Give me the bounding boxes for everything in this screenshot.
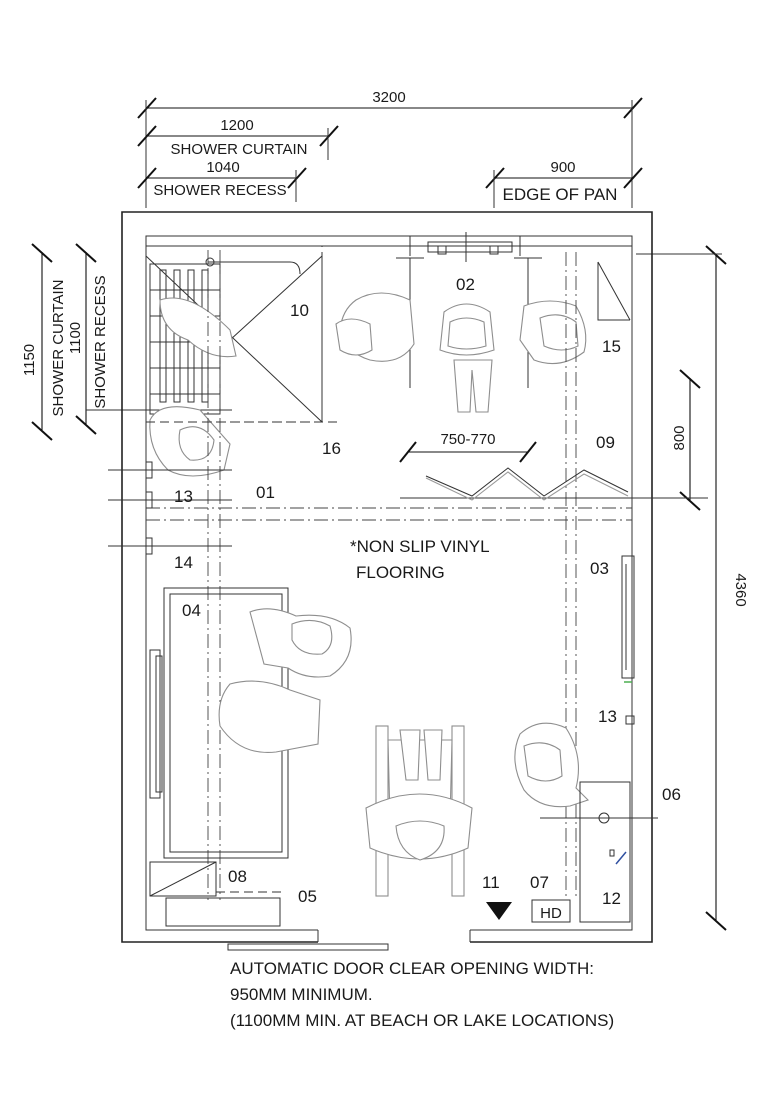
shower-recess-width-label: SHOWER RECESS [153,182,286,199]
label-10: 10 [290,301,309,320]
door-note: AUTOMATIC DOOR CLEAR OPENING WIDTH: 950M… [230,956,750,1034]
door-note-line3: (1100MM MIN. AT BEACH OR LAKE LOCATIONS) [230,1011,615,1030]
door-sensor-marker [486,902,512,920]
dimension-shower-curtain-depth: 1150 SHOWER CURTAIN [21,243,67,441]
label-13-left: 13 [174,487,193,506]
right-wall-fittings [540,555,658,923]
shower-recess-depth-value: 1100 [67,322,84,354]
edge-of-pan-value: 900 [550,159,575,176]
overall-depth-value: 4360 [732,573,749,606]
dimension-shower-curtain-width: 1200 SHOWER CURTAIN [137,117,339,160]
shower-recess [145,245,323,423]
label-07: 07 [530,873,549,892]
basin [149,861,286,897]
shower-curtain-depth-label: SHOWER CURTAIN [50,280,67,417]
label-15: 15 [602,337,621,356]
person-bench [218,608,352,754]
label-06: 06 [662,785,681,804]
worktop [165,897,281,927]
dimension-overall-depth: 4360 [636,245,749,931]
person-toilet-left [335,292,415,362]
person-assistant [514,722,590,808]
flooring-note-line1: *NON SLIP VINYL [350,537,490,556]
door-note-line2: 950MM MINIMUM. [230,985,373,1004]
side-800-value: 800 [671,425,688,450]
shower-curtain-width-label: SHOWER CURTAIN [171,141,308,158]
label-05: 05 [298,887,317,906]
label-08: 08 [228,867,247,886]
folding-screen [400,467,708,501]
label-03: 03 [590,559,609,578]
label-14: 14 [174,553,193,572]
toilet-clearance-value: 750-770 [440,431,495,448]
door-threshold [227,943,389,951]
shower-curtain-depth-value: 1150 [21,344,38,376]
toilet-area [335,232,587,413]
hand-dryer [531,899,571,923]
label-09: 09 [596,433,615,452]
label-hd: HD [540,905,562,922]
label-16: 16 [322,439,341,458]
label-13-right: 13 [598,707,617,726]
label-04: 04 [182,601,201,620]
door-note-line1: AUTOMATIC DOOR CLEAR OPENING WIDTH: [230,959,594,978]
shower-recess-depth-label: SHOWER RECESS [92,275,109,408]
toilet-pan [439,303,495,413]
left-wall-fixtures [108,461,232,555]
edge-of-pan-label: EDGE OF PAN [503,185,618,204]
shelf [597,261,631,321]
dimension-side-800: 800 [671,369,701,511]
flooring-note-line2: FLOORING [356,563,445,582]
person-toilet-right [519,300,587,365]
overall-width-value: 3200 [372,89,405,106]
dimension-shower-recess-depth: 1100 SHOWER RECESS [67,243,232,435]
label-12: 12 [602,889,621,908]
label-01: 01 [256,483,275,502]
dimension-overall-width: 3200 [137,89,643,208]
room-walls [121,211,653,951]
person-shower-figure [149,297,237,477]
label-11: 11 [482,873,500,892]
shower-curtain-width-value: 1200 [220,117,253,134]
dimension-shower-recess-width: 1040 SHOWER RECESS [137,159,307,202]
shower-recess-width-value: 1040 [206,159,239,176]
dimension-toilet-clearance: 750-770 [399,431,537,463]
label-02: 02 [456,275,475,294]
dimension-edge-of-pan: 900 EDGE OF PAN [485,159,643,208]
wheelchair-user [365,725,473,897]
